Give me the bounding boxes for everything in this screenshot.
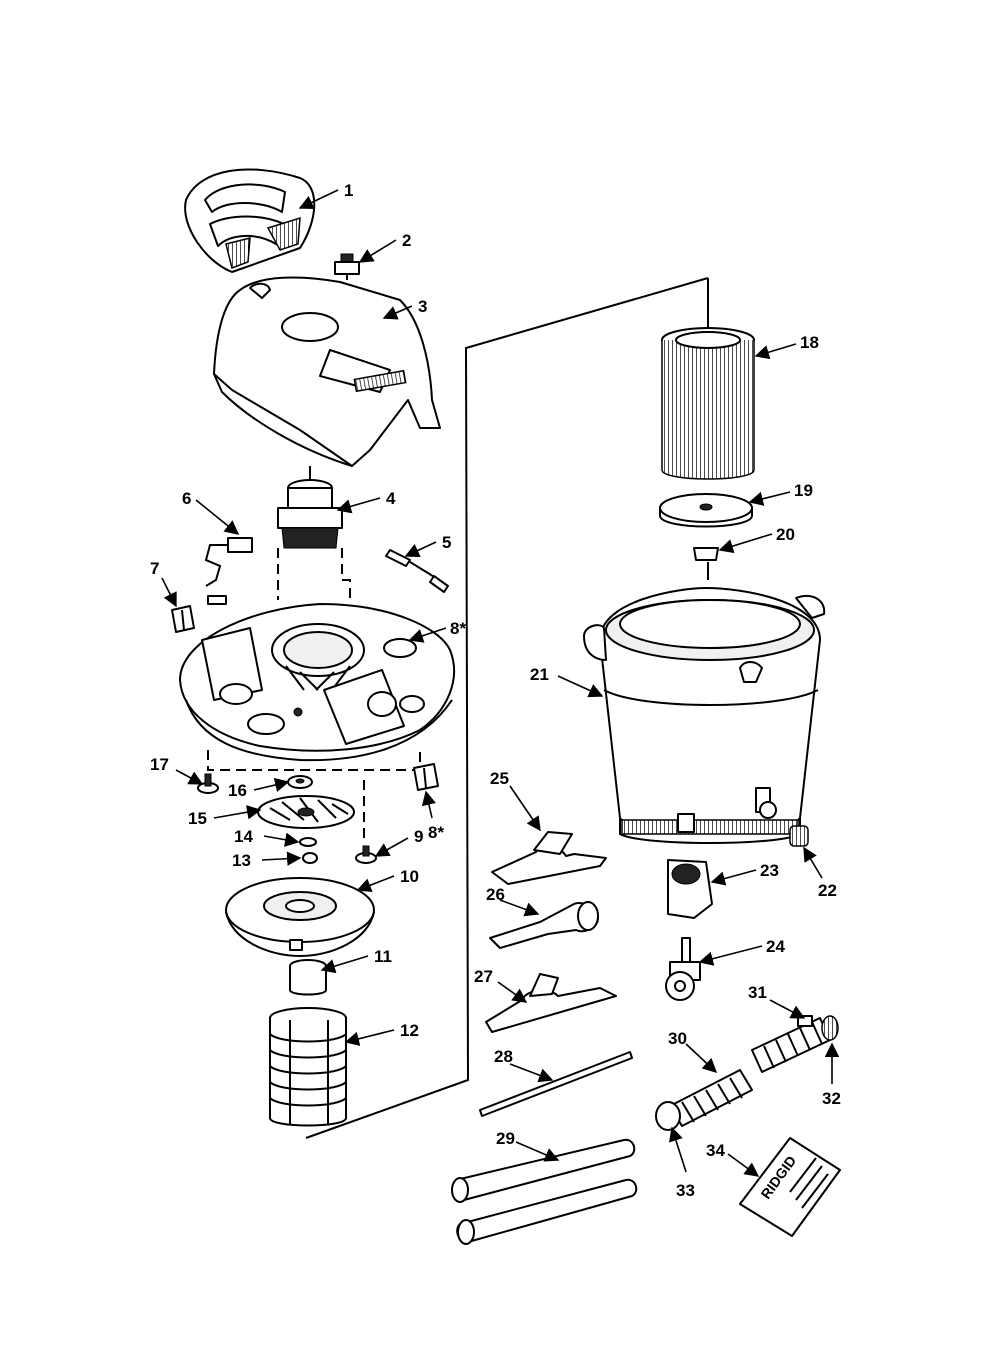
- callout-22: 22: [818, 881, 837, 900]
- callout-26: 26: [486, 885, 505, 904]
- part-18-cartridge-filter: [661, 327, 755, 480]
- grouping-bracket: [305, 277, 709, 1139]
- callout-23: 23: [760, 861, 779, 880]
- part-13-nut: [302, 852, 318, 864]
- callout-19: 19: [794, 481, 813, 500]
- part-6-power-cord: [204, 537, 253, 605]
- callout-10: 10: [400, 867, 419, 886]
- callout-18: 18: [800, 333, 819, 352]
- part-29-extension-wands: [451, 1138, 638, 1245]
- part-8-clip-left: [171, 605, 195, 633]
- part-22-drain-cap: [789, 825, 809, 847]
- callout-6: 6: [182, 489, 191, 508]
- callout-17: 17: [150, 755, 169, 774]
- callout-30: 30: [668, 1029, 687, 1048]
- part-34-owners-manual: RIDGID: [739, 1137, 841, 1237]
- part-15-impeller: [257, 780, 365, 840]
- part-21-tank: [583, 587, 826, 844]
- callout-labels: 1 2 3 4 5 6 7 8* 8* 9 10 11 12 13 14 15 …: [150, 181, 841, 1200]
- callout-12: 12: [400, 1021, 419, 1040]
- part-8-clip-right: [413, 763, 439, 791]
- part-1-handle-pad: [184, 168, 316, 273]
- callout-32: 32: [822, 1089, 841, 1108]
- callout-29: 29: [496, 1129, 515, 1148]
- part-30-hose-front: [655, 1069, 753, 1131]
- callout-20: 20: [776, 525, 795, 544]
- callout-24: 24: [766, 937, 785, 956]
- leader-arrows: [161, 189, 840, 1177]
- callout-11: 11: [374, 947, 392, 966]
- callout-31: 31: [748, 983, 767, 1002]
- part-12-filter-cage: [269, 1007, 347, 1127]
- callout-7: 8*: [450, 619, 466, 638]
- callout-16: 16: [228, 781, 247, 800]
- part-16-nut: [287, 775, 313, 789]
- callout-2: 2: [402, 231, 411, 250]
- part-20-knob: [693, 547, 719, 580]
- callout-33: 33: [676, 1181, 695, 1200]
- callout-4: 4: [386, 489, 396, 508]
- callout-28: 28: [494, 1047, 513, 1066]
- part-9-screw: [355, 845, 377, 864]
- callout-9: 9: [414, 827, 423, 846]
- part-17-screw: [197, 773, 219, 794]
- part-27-floor-nozzle: [485, 973, 617, 1033]
- part-23-caster-base: [667, 859, 713, 919]
- part-14-washer: [299, 837, 317, 847]
- part-5-wire-lead: [385, 549, 449, 593]
- callout-1: 1: [344, 181, 353, 200]
- callout-14: 14: [234, 827, 253, 846]
- part-11-float: [289, 959, 327, 996]
- part-31-hose-rear: [751, 1015, 839, 1073]
- part-26-crevice-tool: [489, 901, 599, 949]
- part-10-filter-lid: [225, 877, 375, 958]
- callout-34: 34: [706, 1141, 725, 1160]
- callout-5: 5: [442, 533, 451, 552]
- callout-15: 15: [188, 809, 207, 828]
- callout-13: 13: [232, 851, 251, 870]
- part-4-motor: [277, 466, 351, 600]
- callout-25: 25: [490, 769, 509, 788]
- part-3-top-cover: [213, 276, 441, 467]
- callout-8-right: 8*: [428, 823, 444, 842]
- part-24-caster: [665, 937, 701, 1001]
- callout-8-left: 7: [150, 559, 159, 578]
- part-25-utility-nozzle: [491, 831, 607, 885]
- part-7-motor-base: [179, 603, 455, 771]
- part-28-squeegee-strip: [479, 1051, 633, 1117]
- callout-21: 21: [530, 665, 549, 684]
- callout-3: 3: [418, 297, 427, 316]
- part-19-filter-retainer: [659, 493, 753, 528]
- callout-27: 27: [474, 967, 493, 986]
